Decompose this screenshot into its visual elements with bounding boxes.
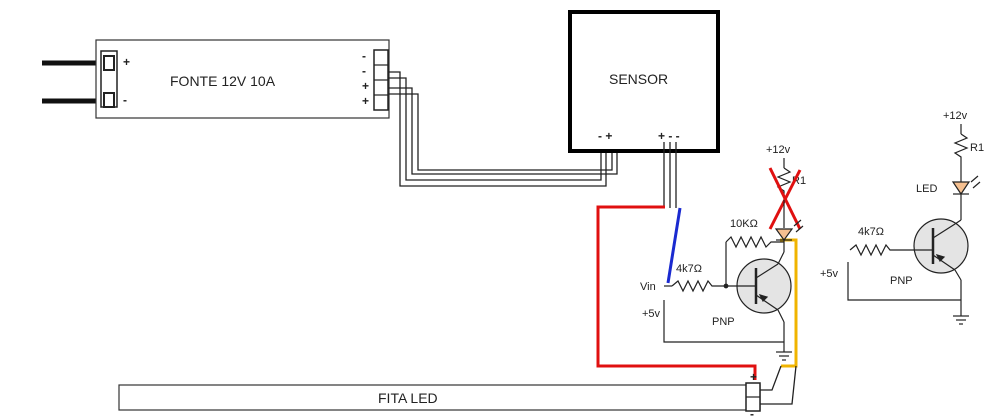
sensor-right-terminals: + - - xyxy=(658,129,680,143)
ref-transistor-label: PNP xyxy=(890,275,913,287)
reference-circuit: +12v R1 LED 4k7Ω +5v PNP xyxy=(820,110,984,325)
resistor-icon xyxy=(671,279,756,293)
output-label-1: - xyxy=(362,49,366,63)
main-circuit: +12v R1 10KΩ 4k7Ω Vin +5v xyxy=(640,144,806,361)
ref-r1-label: R1 xyxy=(970,142,984,154)
wire-blue xyxy=(666,207,682,284)
supply-sensor-wires xyxy=(388,71,618,187)
power-supply: + - FONTE 12V 10A - - + + xyxy=(42,39,390,119)
resistor-icon xyxy=(776,167,792,200)
ref-led-label: LED xyxy=(916,183,937,195)
led-icon xyxy=(774,228,794,242)
main-v5-label: +5v xyxy=(642,308,661,320)
power-supply-body xyxy=(95,39,390,119)
led-icon xyxy=(951,181,971,196)
led-strip: FITA LED + - xyxy=(118,365,797,418)
sensor-body xyxy=(568,10,720,153)
ground-icon xyxy=(953,315,969,325)
input-minus-label: - xyxy=(123,93,127,107)
led-strip-body xyxy=(118,384,761,411)
output-label-3: + xyxy=(362,79,369,93)
pnp-transistor-icon xyxy=(913,218,969,274)
output-label-4: + xyxy=(362,94,369,108)
sensor-label: SENSOR xyxy=(609,71,668,87)
sensor-output-wires xyxy=(663,142,677,208)
main-transistor-label: PNP xyxy=(712,316,735,328)
main-vin-label: Vin xyxy=(640,281,656,293)
power-supply-label: FONTE 12V 10A xyxy=(170,73,276,89)
main-vcc-label: +12v xyxy=(766,144,791,156)
resistor-icon xyxy=(725,235,784,249)
ref-r-base-label: 4k7Ω xyxy=(858,226,884,238)
led-strip-plus: + xyxy=(750,370,757,384)
resistor-icon xyxy=(849,243,933,257)
resistor-icon xyxy=(953,133,969,170)
led-strip-minus: - xyxy=(750,407,754,418)
main-r-feedback-label: 10KΩ xyxy=(730,218,758,230)
ref-vcc-label: +12v xyxy=(943,110,968,122)
main-r-base-label: 4k7Ω xyxy=(676,263,702,275)
input-plus-label: + xyxy=(123,55,130,69)
sensor: SENSOR - + + - - xyxy=(568,10,720,153)
led-strip-label: FITA LED xyxy=(378,390,438,406)
sensor-left-terminals: - + xyxy=(598,129,612,143)
wire-red xyxy=(596,205,757,380)
ground-icon xyxy=(776,351,792,361)
ref-v5-label: +5v xyxy=(820,268,839,280)
output-label-2: - xyxy=(362,64,366,78)
